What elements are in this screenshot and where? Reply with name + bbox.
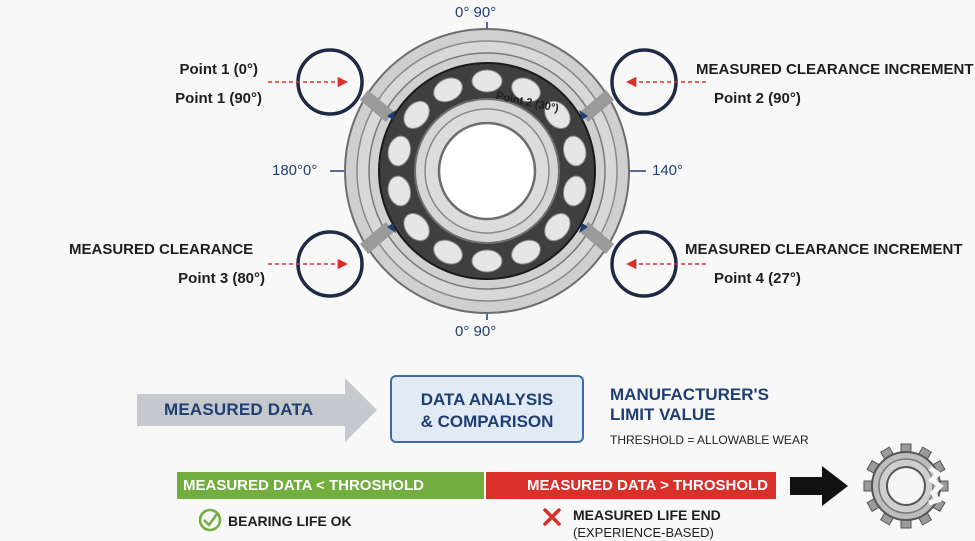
life-end-line-2: (EXPERIENCE-BASED) xyxy=(573,525,714,540)
measure-circle-top-right xyxy=(610,48,678,116)
roller xyxy=(471,69,503,93)
angle-bottom: 0° 90° xyxy=(455,323,497,340)
connector-bottom-left xyxy=(360,222,394,254)
label-bottom-right-2: Point 4 (27°) xyxy=(714,270,801,287)
status-bar-end: MEASURED DATA > THROSHOLD xyxy=(486,472,776,499)
measure-circle-top-left xyxy=(296,48,364,116)
measured-data-label: MEASURED DATA xyxy=(164,400,314,419)
analysis-line-1: DATA ANALYSIS xyxy=(420,390,554,409)
label-top-right-1: MEASURED CLEARANCE INCREMENT xyxy=(696,61,974,78)
angle-right: 140° xyxy=(652,162,684,179)
bearing xyxy=(344,28,630,314)
roller xyxy=(471,249,503,273)
bearing-life-ok: BEARING LIFE OK xyxy=(228,513,352,529)
connector-bottom-right xyxy=(580,222,614,254)
connector-top-right xyxy=(580,90,614,122)
arrow-right-icon xyxy=(790,466,848,506)
analysis-line-2: & COMPARISON xyxy=(420,412,554,431)
roller xyxy=(387,175,412,207)
measure-circle-bottom-left xyxy=(296,230,364,298)
life-end-text: MEASURED LIFE END (EXPERIENCE-BASED) xyxy=(573,507,721,541)
angle-left: 180°0° xyxy=(272,162,318,179)
marker-bl xyxy=(387,223,396,233)
label-top-left-1: Point 1 (0°) xyxy=(179,61,258,78)
roller xyxy=(511,239,541,265)
roller xyxy=(387,135,412,167)
limit-line-2: LIMIT VALUE xyxy=(610,405,716,424)
marker-tl xyxy=(387,110,396,120)
check-circle-icon xyxy=(198,508,222,532)
roller xyxy=(433,239,463,265)
cross-icon xyxy=(543,508,561,526)
roller xyxy=(433,77,463,103)
roller xyxy=(403,100,430,129)
measure-circle-bottom-right xyxy=(610,230,678,298)
roller xyxy=(562,175,587,207)
connector-top-left xyxy=(360,90,394,122)
status-bar-ok: MEASURED DATA < THROSHOLD xyxy=(177,472,484,499)
label-bottom-right-1: MEASURED CLEARANCE INCREMENT xyxy=(685,241,963,258)
label-bottom-left-1: MEASURED CLEARANCE xyxy=(69,241,254,258)
analysis-box: DATA ANALYSIS & COMPARISON xyxy=(390,375,584,443)
label-bottom-left-2: Point 3 (80°) xyxy=(178,270,265,287)
roller xyxy=(544,100,571,129)
marker-br xyxy=(579,223,588,233)
roller xyxy=(511,77,541,103)
worn-gear-icon xyxy=(863,443,949,529)
roller xyxy=(544,213,571,242)
angle-top: 0° 90° xyxy=(455,4,497,21)
marker-tr xyxy=(579,110,588,120)
label-top-left-2: Point 1 (90°) xyxy=(175,90,262,107)
threshold-note: THRESHOLD = ALLOWABLE WEAR xyxy=(610,433,809,447)
measured-data-arrow xyxy=(137,378,377,442)
label-top-right-2: Point 2 (90°) xyxy=(714,90,801,107)
life-end-line-1: MEASURED LIFE END xyxy=(573,507,721,523)
roller xyxy=(403,213,430,242)
rollers xyxy=(387,69,587,273)
limit-value-title: MANUFACTURER'S LIMIT VALUE xyxy=(610,385,769,425)
limit-line-1: MANUFACTURER'S xyxy=(610,385,769,404)
roller xyxy=(562,135,587,167)
